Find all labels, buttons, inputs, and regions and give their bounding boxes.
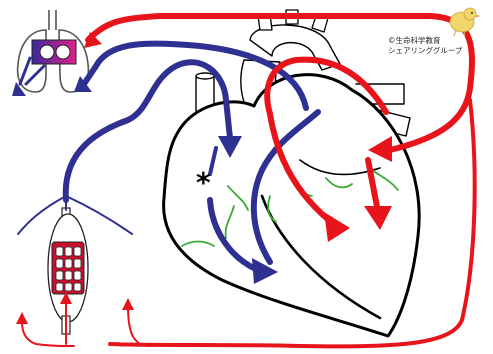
arrow-lung-left bbox=[12, 82, 26, 96]
arrow-into-la bbox=[368, 136, 392, 162]
arrow-up-left bbox=[16, 312, 28, 324]
muscle-icon bbox=[47, 207, 89, 335]
mascot-icon bbox=[449, 7, 481, 37]
arrow-lung-vein bbox=[84, 32, 102, 48]
credit-line-1: ©生命科学教育 bbox=[388, 36, 441, 45]
arrow-to-lungs bbox=[74, 76, 92, 92]
blue-arrowheads bbox=[12, 76, 278, 284]
heart-outline bbox=[162, 73, 421, 338]
aortic-path bbox=[264, 56, 389, 117]
copyright-credit: ©生命科学教育 シェアリンググループ bbox=[388, 36, 462, 56]
arrow-aortic-down bbox=[324, 212, 350, 242]
pulmonary-artery-path bbox=[81, 40, 309, 111]
systemic-artery-path bbox=[108, 98, 477, 349]
pulmonary-vein-path bbox=[85, 13, 475, 153]
arrow-lv-down bbox=[364, 206, 392, 230]
oxygenated-flow bbox=[21, 13, 477, 349]
lungs-icon bbox=[16, 10, 90, 93]
alveolus-left bbox=[39, 44, 55, 60]
asterisk-marker: * bbox=[196, 166, 211, 199]
credit-line-2: シェアリンググループ bbox=[388, 46, 463, 55]
arrow-down-ra bbox=[218, 136, 242, 158]
arrow-up-right bbox=[122, 298, 134, 310]
alveolus-right bbox=[55, 44, 71, 60]
deoxygenated-flow bbox=[17, 40, 321, 273]
venous-return-path bbox=[62, 59, 233, 203]
arrow-into-rv bbox=[252, 258, 278, 284]
heart-valves bbox=[181, 169, 399, 247]
arrow-up-muscle bbox=[60, 292, 72, 304]
red-arrowheads bbox=[16, 32, 392, 324]
